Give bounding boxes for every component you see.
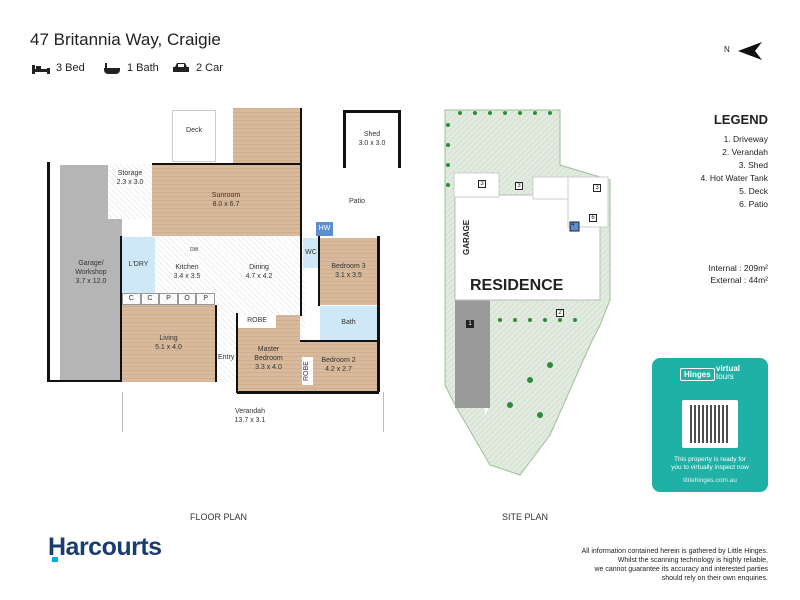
pantry: P [159,293,178,305]
verandah-outline [122,392,384,432]
marker-1: 1 [466,320,474,328]
sunroom-extension [233,108,300,168]
property-title: 47 Britannia Way, Craigie [30,30,221,49]
bed-icon [32,63,50,74]
wall [120,236,122,382]
cupboard: C [140,293,160,305]
external-area: External : 44m² [710,275,768,285]
feature-car: 2 Car [172,62,223,74]
legend-title: LEGEND [713,112,768,127]
disclaimer: All information contained herein is gath… [581,548,768,582]
north-arrow-icon [738,42,762,60]
car-icon [172,63,190,73]
wall [152,163,302,165]
marker-4-label: 4 [571,222,575,228]
harcourts-logo: Harcourts [48,533,162,561]
label-dw: DW [190,247,199,253]
label-entry: Entry [218,354,235,361]
bath-count: 1 Bath [127,62,159,74]
legend-item: 2. Verandah [722,147,768,157]
wall [47,380,122,382]
label-patio: Patio [349,198,365,205]
cupboard-row: C C P O P [122,293,215,305]
pantry: P [196,293,215,305]
residence-label: RESIDENCE [470,277,564,294]
car-count: 2 Car [196,62,223,74]
feature-bed: 3 Bed [32,62,85,74]
legend-item: 1. Driveway [723,134,768,144]
site-plan-drawing [444,109,611,476]
wall [215,305,217,382]
site-plan-caption: SITE PLAN [502,512,549,522]
bed-count: 3 Bed [56,62,85,74]
wall [300,236,302,316]
wall [300,108,302,236]
qr-code[interactable] [682,400,738,448]
hinges-logo: Hinges [680,368,715,381]
hot-water-tank: HW [316,222,333,236]
oven: O [177,293,197,305]
wall [300,340,377,342]
area-summary: Internal : 209m² External : 44m² [680,262,768,286]
marker-3: 3 [478,180,486,188]
room-deck: Deck [172,110,216,162]
robe-bedroom-2: ROBE [302,357,313,385]
logo-accent [52,557,58,562]
cupboard: C [122,293,141,305]
wall [318,236,320,306]
room-bath: Bath [320,306,377,340]
virtual-tours-url[interactable]: littlehinges.com.au [683,477,737,484]
bath-icon [103,63,121,74]
room-laundry: L'DRY [122,237,155,293]
legend-item: 5. Deck [739,186,768,196]
feature-bath: 1 Bath [103,62,159,74]
north-label: N [724,45,730,54]
marker-3: 3 [593,184,601,192]
marker-2: 2 [556,309,564,317]
marker-6: 6 [589,214,597,222]
internal-area: Internal : 209m² [708,263,768,273]
marker-3: 3 [515,182,523,190]
legend-item: 6. Patio [739,199,768,209]
wall [236,313,238,393]
legend-item: 4. Hot Water Tank [700,173,768,183]
marker-4 [569,221,580,232]
wall [237,391,379,394]
floor-plan-caption: FLOOR PLAN [190,512,248,522]
wall [47,162,50,382]
site-garage-label: GARAGE [462,219,471,255]
robe-master: ROBE [238,315,276,328]
driveway [455,298,490,408]
room-wc: WC [303,238,319,268]
compass: N [724,40,764,67]
wall [377,236,380,392]
legend-item: 3. Shed [738,160,768,170]
legend: LEGEND 1. Driveway 2. Verandah 3. Shed 4… [680,112,768,211]
